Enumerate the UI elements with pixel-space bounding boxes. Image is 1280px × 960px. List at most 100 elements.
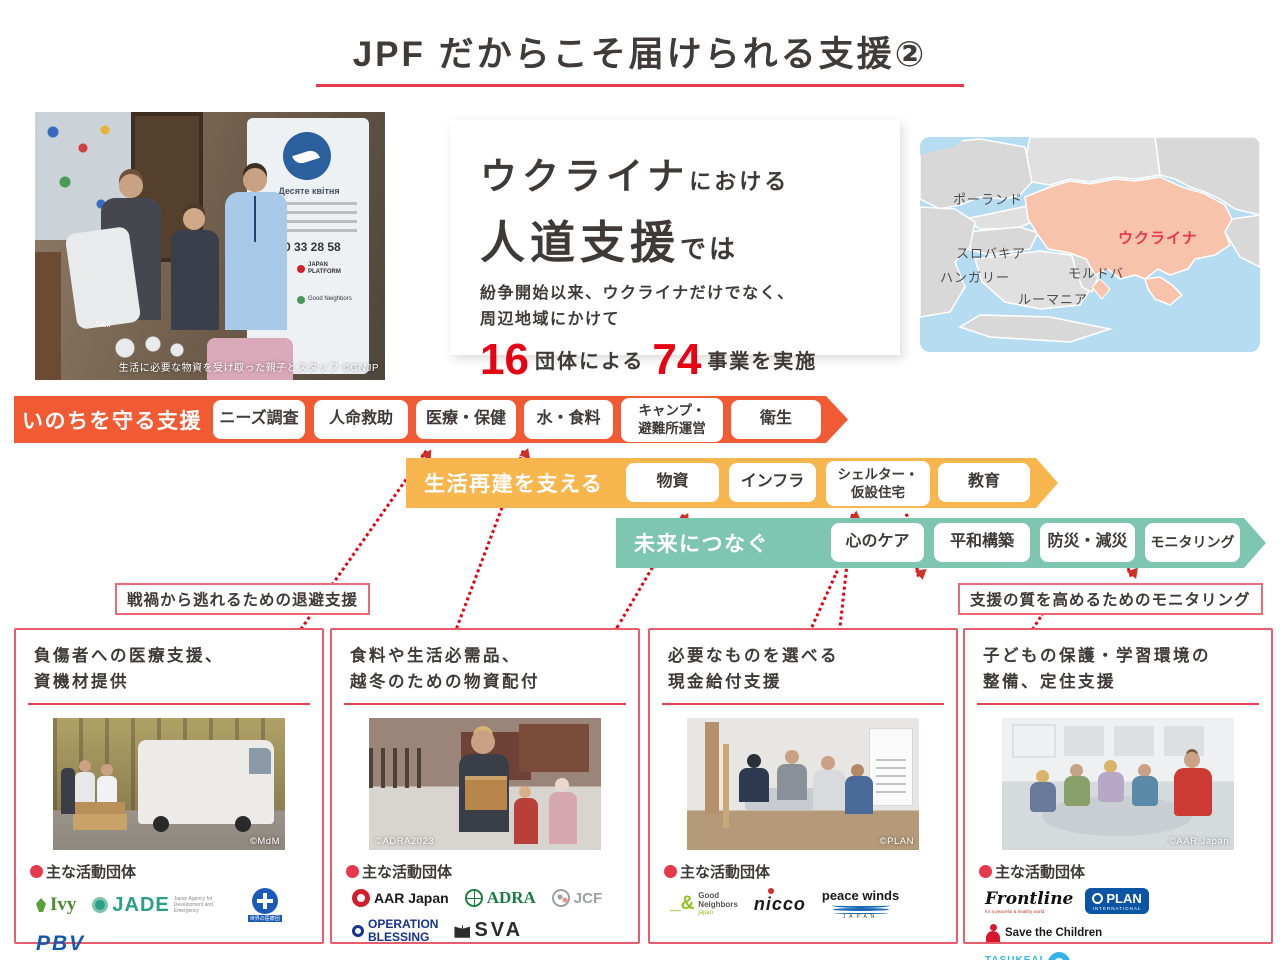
card3-person3-body: [813, 770, 845, 811]
card3-credit: ©PLAN: [879, 836, 914, 848]
band-item-supplies: 物資: [626, 463, 719, 502]
headline-dewa: では: [680, 234, 739, 264]
plan-row: PLAN: [1092, 891, 1142, 907]
pots-box: [87, 314, 215, 376]
card2-divider: [344, 703, 626, 706]
card4-child3-head: [1104, 760, 1117, 774]
card4-child4-body: [1132, 776, 1158, 807]
card1-person-c: [61, 768, 75, 815]
intro-stats: 16 団体による 74 事業を実施: [480, 334, 900, 384]
card1-person-b-head: [101, 764, 113, 777]
mdm-text: 世界の医療団: [247, 915, 282, 923]
logo-pbv: PBV: [36, 932, 312, 956]
nicco-sun-icon: [767, 887, 774, 894]
band-item-hygiene: 衛生: [731, 400, 821, 439]
pots-box-brand: Steil: [95, 320, 111, 329]
jcf-text: JCF: [573, 889, 603, 907]
card4-credit: ©AAR Japan: [1168, 836, 1229, 848]
band-item-infrastructure: インフラ: [729, 463, 816, 502]
logo-jade: JADE Japan Agency for Development and Em…: [92, 894, 231, 917]
card4-adult-head: [1184, 752, 1200, 769]
band-item-shelter-housing: シェルター・ 仮設住宅: [826, 461, 930, 506]
main-photo: Десяте квітня 00 33 28 58 JAPAN PLATFORM…: [35, 112, 385, 380]
callout-evacuation: 戦禍から逃れるための退避支援: [115, 583, 371, 615]
person-2-head: [183, 208, 205, 230]
banner-title: Десяте квітня: [278, 186, 340, 196]
card2-buildings: [519, 724, 589, 773]
pink-blanket: [207, 338, 293, 380]
card2-woman-head: [471, 730, 495, 755]
red-dot-icon: [346, 865, 359, 879]
card2-photo: ©ADRA2023: [369, 718, 601, 851]
logo-tasukeai: TASUKEAI PROJECT: [985, 952, 1261, 960]
map-label-poland: ポーランド: [953, 192, 1024, 207]
wood-pole: [35, 252, 61, 380]
adra-globe-icon: [464, 889, 483, 908]
map-baltic-sea: [920, 137, 966, 155]
pw-waves-icon: [831, 903, 890, 909]
band-future-label: 未来につなぐ: [634, 533, 769, 556]
logo-sva: SVA: [454, 919, 523, 942]
headline-niokeru: における: [689, 169, 790, 194]
card2-orgs-label: 主な活動団体: [362, 864, 453, 882]
ivy-text: Ivy: [50, 894, 77, 916]
card4-divider: [977, 703, 1259, 706]
pbv-text: PBV: [36, 932, 86, 956]
sva-text: SVA: [474, 919, 524, 942]
logo-plan: PLAN INTERNATIONAL: [1085, 888, 1149, 915]
van-windshield: [249, 748, 271, 775]
ivy-leaf-icon: [36, 898, 46, 913]
map-label-romania: ルーマニア: [1018, 292, 1089, 307]
logo-adra: ADRA: [464, 888, 536, 908]
card3-person2-head: [785, 750, 799, 765]
card1-person-a-coat: [75, 772, 95, 815]
card3-orgs-label: 主な活動団体: [680, 864, 771, 882]
jcf-globe-icon: [551, 889, 570, 908]
stat-projects-number: 74: [652, 334, 702, 384]
card1-orgs-label: 主な活動団体: [46, 864, 137, 882]
card4-photo: ©AAR Japan: [1002, 718, 1234, 851]
band-item-medical-health: 医療・保健: [416, 400, 516, 439]
map-slovakia: [963, 204, 1042, 230]
title-underline: [316, 84, 964, 87]
map-romania: [974, 250, 1093, 310]
card4-title: 子どもの保護・学習環境の 整備、定住支援: [983, 647, 1211, 691]
gn-text: Good Neighbors: [308, 296, 352, 303]
stc-figure-icon: [985, 924, 1001, 943]
stat-projects-unit: 事業を実施: [707, 351, 818, 374]
card1-person-b-coat: [97, 776, 117, 817]
ob-text: OPERATION BLESSING: [368, 918, 438, 943]
frontline-text: Frontline: [985, 888, 1074, 909]
card4-orgs-label: 主な活動団体: [995, 864, 1086, 882]
card1-title: 負傷者への医療支援、 資機材提供: [34, 647, 224, 691]
cardboard-box: [465, 776, 507, 811]
pw-japan-text: JAPAN: [842, 914, 879, 921]
card3-photo: ©PLAN: [687, 718, 919, 851]
band-item-camp-shelter-mgmt: キャンプ・ 避難所運営: [621, 398, 723, 442]
logo-jcf: JCF: [551, 889, 603, 908]
card1-photo: ©MdM: [53, 718, 285, 851]
band-item-mental-care: 心のケア: [831, 523, 924, 562]
person-3-vest: [225, 192, 287, 330]
card2-kid2-head: [555, 778, 569, 793]
card-supplies-distribution: 食料や生活必需品、 越冬のための物資配付 ©ADRA2023 主な活動団体 AA…: [330, 628, 640, 944]
gn-text-block: Good Neighbors japan: [698, 891, 738, 916]
person-3-head: [243, 168, 267, 192]
red-dot-icon: [30, 865, 43, 879]
card2-credit: ©ADRA2023: [375, 836, 435, 848]
pw-text: peace winds: [821, 888, 900, 904]
map-svg: [920, 137, 1260, 352]
plan-text: PLAN: [1106, 891, 1142, 907]
card1-orgs-row: 主な活動団体: [30, 861, 322, 882]
card2-fence: [369, 748, 429, 789]
gn-dot-icon: [297, 296, 305, 304]
card1-boxes: [73, 814, 127, 831]
card3-logos: _& Good Neighbors japan nicco peace wind…: [650, 884, 956, 920]
mdm-circle-icon: [251, 888, 278, 915]
card3-person2-body: [777, 764, 807, 801]
map-odessa-strip: [1091, 278, 1111, 300]
map-bulgaria: [958, 314, 1113, 343]
intro-body-line1: 紛争開始以来、ウクライナだけでなく、: [480, 285, 795, 302]
tasukeai-text-block: TASUKEAI PROJECT: [985, 955, 1043, 960]
